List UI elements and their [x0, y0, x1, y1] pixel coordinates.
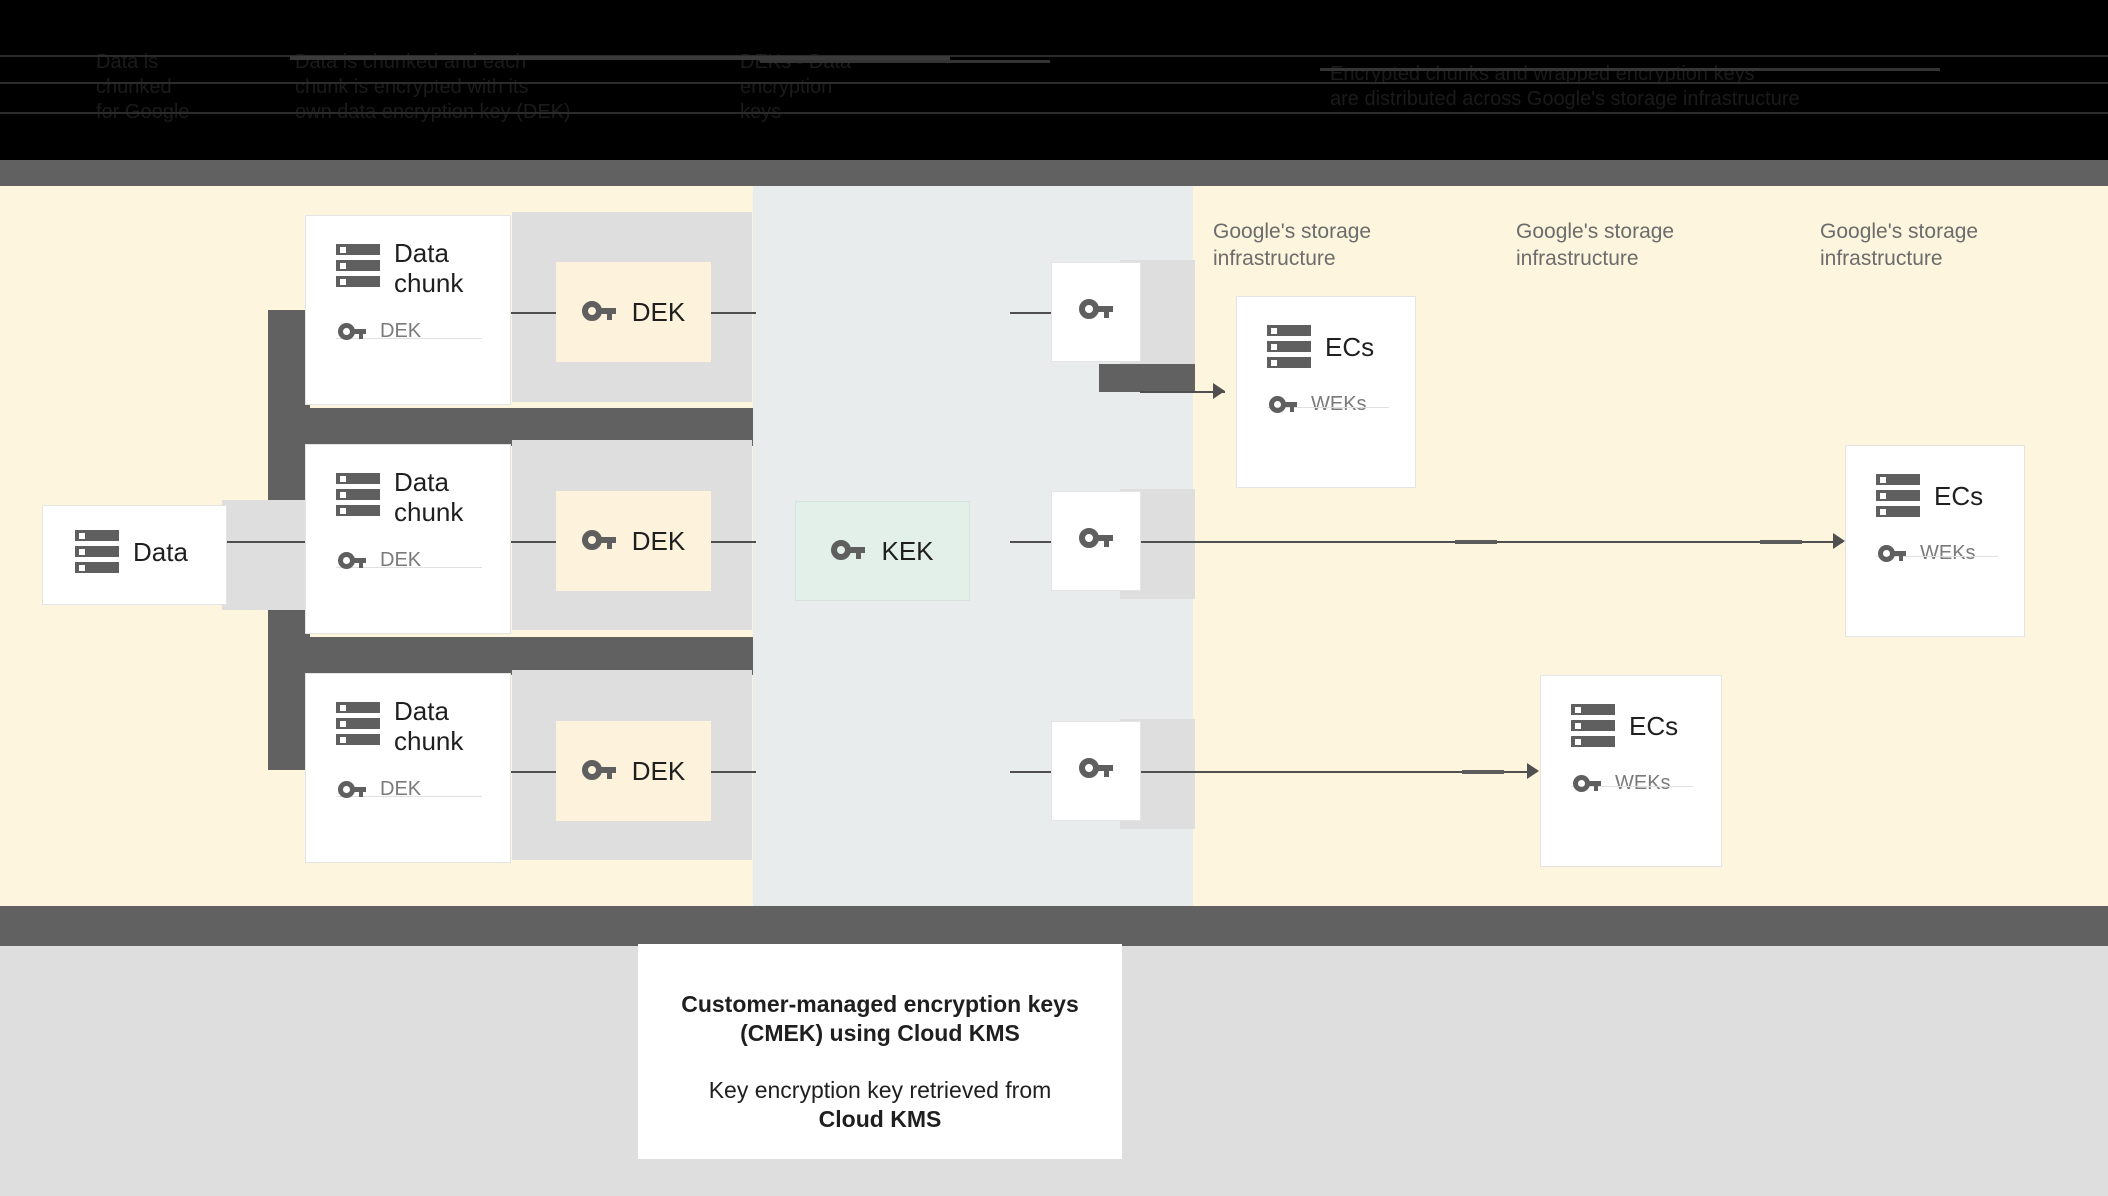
chunk-card-title: Data chunk	[394, 238, 464, 298]
obscured-top-banner: Data is chunked for Google Data is chunk…	[0, 0, 2108, 160]
connector-into-wek3	[1010, 771, 1052, 773]
key-icon	[1573, 774, 1601, 793]
storage-stack-icon	[75, 530, 119, 573]
arrow-line-row2-accent-a	[1455, 540, 1497, 544]
connector-data-to-chunks	[227, 541, 347, 543]
chunk-card-1[interactable]: Data chunk DEK	[305, 215, 511, 405]
chunk-card-key-label: DEK	[380, 778, 422, 800]
caption-box: Customer-managed encryption keys (CMEK) …	[638, 944, 1122, 1159]
dek-box-3[interactable]: DEK	[556, 721, 711, 821]
connector-kek-to-wek2	[1010, 541, 1052, 543]
kek-box[interactable]: KEK	[795, 501, 970, 601]
storage-stack-icon	[1267, 325, 1311, 368]
storage-label-2: Google's storage infrastructure	[1516, 220, 1675, 270]
storage-stack-icon	[336, 473, 380, 516]
key-icon	[338, 322, 366, 341]
caption-line-4-bold: Cloud KMS	[818, 1106, 942, 1132]
card-divider	[336, 796, 482, 797]
dek-box-label: DEK	[631, 296, 686, 327]
card-divider	[336, 338, 482, 339]
caption-line-3: Key encryption key retrieved from	[708, 1077, 1052, 1103]
data-card-shadow	[222, 500, 312, 610]
storage-stack-icon	[1876, 474, 1920, 517]
arrow-head-row1	[1213, 383, 1225, 399]
dek-box-label: DEK	[631, 755, 686, 786]
caption-line-1: Customer-managed encryption keys	[681, 991, 1079, 1017]
arrow-line-row1	[1140, 391, 1225, 393]
chunk-card-3[interactable]: Data chunk DEK	[305, 673, 511, 863]
banner-rule	[0, 112, 2108, 114]
storage-label-3: Google's storage infrastructure	[1820, 220, 1979, 270]
ec-card-title: ECs	[1629, 710, 1679, 741]
connector-dek3-out	[711, 771, 756, 773]
key-icon	[581, 301, 616, 323]
storage-stack-icon	[336, 244, 380, 287]
key-icon	[1079, 758, 1113, 780]
distribution-bar-row1	[268, 408, 753, 446]
distribution-bar-row2	[268, 637, 753, 675]
key-icon	[831, 540, 866, 562]
caption-line-2: (CMEK) using Cloud KMS	[740, 1020, 1020, 1046]
arrow-line-row2-accent-b	[1760, 540, 1802, 544]
arrow-line-row3-accent	[1462, 770, 1504, 774]
key-icon	[338, 780, 366, 799]
chunk-card-2[interactable]: Data chunk DEK	[305, 444, 511, 634]
wrapped-key-card-3[interactable]	[1051, 721, 1141, 821]
card-divider	[1876, 556, 1998, 557]
connector-chunk3-dek3	[511, 771, 556, 773]
card-divider	[336, 567, 482, 568]
banner-rule	[0, 82, 2108, 84]
kek-box-label: KEK	[881, 535, 934, 566]
key-icon	[581, 530, 616, 552]
banner-strip	[1320, 68, 1940, 71]
dek-box-2[interactable]: DEK	[556, 491, 711, 591]
card-divider	[1267, 407, 1389, 408]
storage-stack-icon	[1571, 704, 1615, 747]
ec-card-1[interactable]: ECs WEKs	[1236, 296, 1416, 488]
wrapped-key-card-1[interactable]	[1051, 262, 1141, 362]
chunk-card-key-label: DEK	[380, 320, 422, 342]
dek-box-label: DEK	[631, 525, 686, 556]
wrapped-key-card-2[interactable]	[1051, 491, 1141, 591]
connector-chunk2-dek2	[511, 541, 556, 543]
key-icon	[581, 760, 616, 782]
band-dark-top	[0, 160, 2108, 186]
key-icon	[1079, 528, 1113, 550]
ec-card-key-label: WEKs	[1311, 393, 1367, 415]
ec-card-title: ECs	[1934, 480, 1984, 511]
connector-dek2-out	[711, 541, 756, 543]
connector-chunk1-dek1	[511, 312, 556, 314]
caption-line-4: Cloud KMS	[668, 1105, 1092, 1134]
banner-strip	[760, 60, 1050, 63]
banner-rule	[0, 55, 2108, 57]
storage-label-1: Google's storage infrastructure	[1213, 220, 1372, 270]
arrow-head-row2	[1833, 533, 1845, 549]
ec-card-title: ECs	[1325, 331, 1375, 362]
chunk-card-key-label: DEK	[380, 549, 422, 571]
dek-box-1[interactable]: DEK	[556, 262, 711, 362]
ec-card-2[interactable]: ECs WEKs	[1845, 445, 2025, 637]
arrow-line-row3	[1141, 771, 1536, 773]
card-divider	[1571, 786, 1693, 787]
key-icon	[1878, 544, 1906, 563]
data-card[interactable]: Data	[42, 505, 227, 605]
ec-card-3[interactable]: ECs WEKs	[1540, 675, 1722, 867]
ec-card-key-label: WEKs	[1615, 772, 1671, 794]
connector-dek1-out	[711, 312, 756, 314]
connector-into-wek1	[1010, 312, 1052, 314]
data-card-title: Data	[133, 536, 188, 567]
banner-strip	[290, 56, 950, 60]
storage-stack-icon	[336, 702, 380, 745]
ec-card-key-label: WEKs	[1920, 542, 1976, 564]
key-icon	[1269, 395, 1297, 414]
key-icon	[338, 551, 366, 570]
distribution-bar-row1-right	[1099, 364, 1195, 392]
arrow-head-row3	[1527, 763, 1539, 779]
key-icon	[1079, 299, 1113, 321]
band-dark-bottom	[0, 906, 2108, 946]
chunk-card-title: Data chunk	[394, 467, 464, 527]
chunk-card-title: Data chunk	[394, 696, 464, 756]
